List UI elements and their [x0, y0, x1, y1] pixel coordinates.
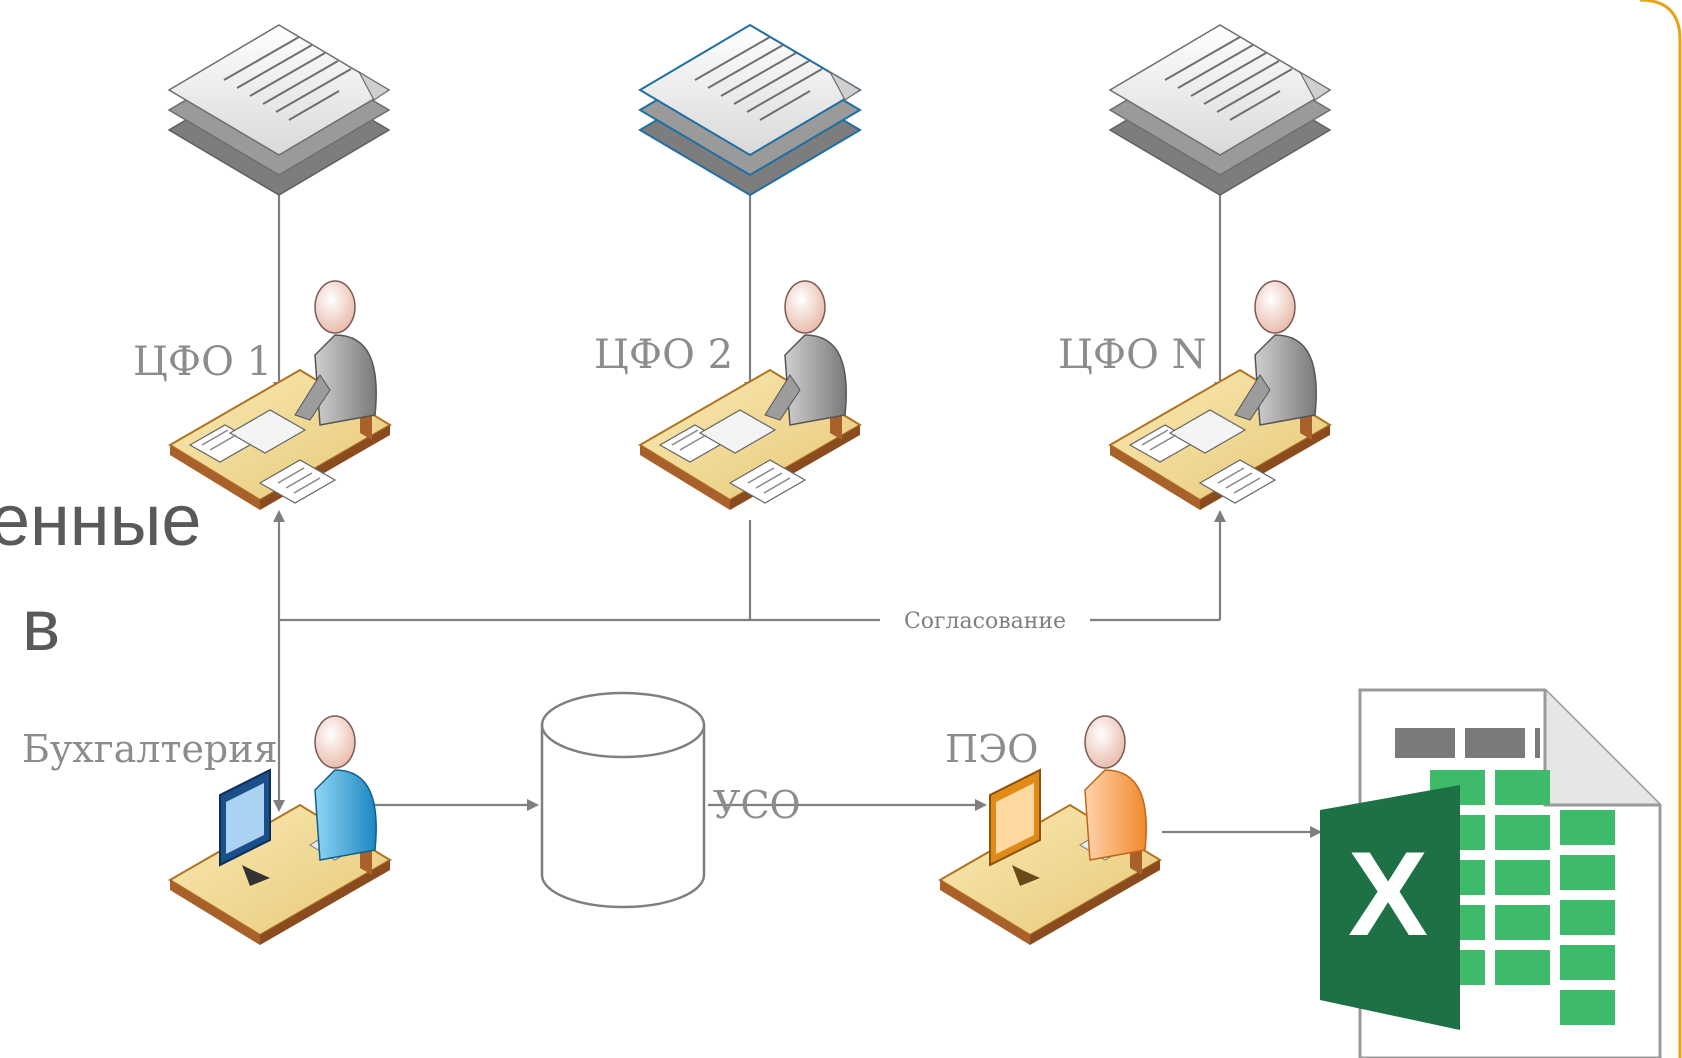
peo-label: ПЭО [945, 727, 1038, 771]
peo-person-icon [939, 715, 1161, 946]
background-text-line1: енные [0, 481, 201, 561]
slide-frame [1639, 0, 1682, 1058]
cfo1-label: ЦФО 1 [133, 339, 272, 385]
cfo2-label: ЦФО 2 [594, 332, 733, 378]
document-stack-n-icon [1109, 24, 1331, 196]
excel-file-icon: X [1320, 688, 1662, 1058]
connectors [273, 192, 1322, 838]
accounting-person-icon [169, 715, 391, 946]
background-text-line2: в [22, 586, 60, 666]
database-cylinder-icon [540, 691, 706, 909]
document-stack-1-icon [168, 24, 390, 196]
approval-label: Согласование [904, 609, 1066, 634]
accounting-label: Бухгалтерия [22, 727, 278, 771]
db-label: УСО [713, 783, 801, 827]
excel-glyph: X [1348, 827, 1428, 961]
document-stack-2-icon [638, 23, 862, 197]
cfoN-label: ЦФО N [1058, 332, 1207, 378]
